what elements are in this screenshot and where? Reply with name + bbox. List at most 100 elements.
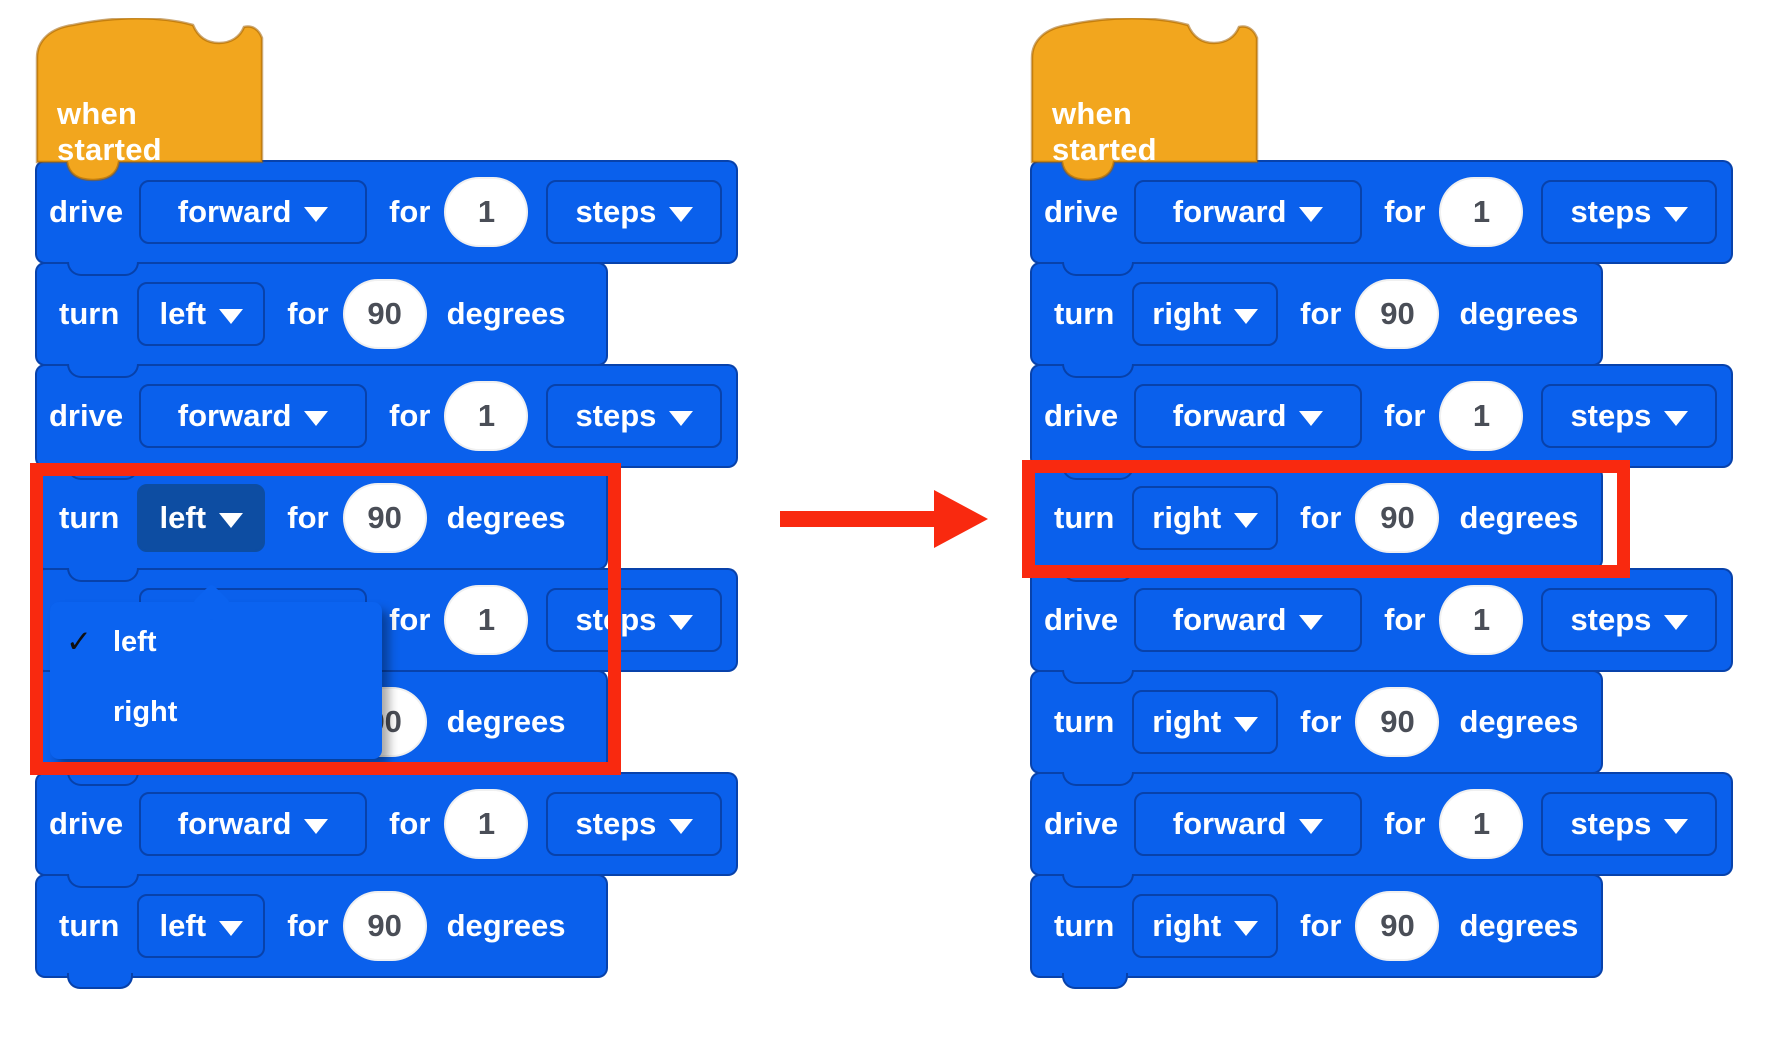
turn-direction-dropdown-open[interactable]: left bbox=[137, 484, 266, 552]
menu-item-right[interactable]: right bbox=[50, 680, 382, 744]
drive-block[interactable]: drive forward for 1 steps bbox=[1030, 772, 1733, 876]
chevron-down-icon bbox=[1234, 920, 1259, 936]
unit-value: steps bbox=[1570, 602, 1652, 637]
steps-value-input[interactable]: 1 bbox=[444, 177, 529, 247]
chevron-down-icon bbox=[1234, 308, 1259, 324]
turn-label: turn bbox=[1054, 908, 1115, 943]
degrees-value-input[interactable]: 90 bbox=[1355, 687, 1440, 757]
unit-dropdown[interactable]: steps bbox=[1541, 792, 1718, 856]
unit-dropdown[interactable]: steps bbox=[1541, 588, 1718, 652]
unit-value: steps bbox=[575, 806, 657, 841]
when-started-label: when started bbox=[1052, 96, 1157, 167]
turn-direction-dropdown[interactable]: left bbox=[137, 894, 266, 958]
degrees-value-input[interactable]: 90 bbox=[342, 483, 427, 553]
right-arrow-icon bbox=[780, 511, 938, 527]
for-label: for bbox=[1300, 908, 1342, 943]
drive-direction-value: forward bbox=[1172, 602, 1287, 637]
drive-direction-dropdown[interactable]: forward bbox=[139, 384, 368, 448]
steps-value-input[interactable]: 1 bbox=[1439, 789, 1524, 859]
for-label: for bbox=[1384, 602, 1426, 637]
unit-value: steps bbox=[1570, 806, 1652, 841]
degrees-label: degrees bbox=[446, 908, 566, 943]
drive-label: drive bbox=[49, 194, 124, 229]
degrees-label: degrees bbox=[446, 296, 566, 331]
turn-direction-menu: ✓ left right bbox=[50, 602, 382, 759]
unit-value: steps bbox=[575, 194, 657, 229]
chevron-down-icon bbox=[1234, 512, 1259, 528]
block-notch bbox=[67, 466, 139, 480]
degrees-value-input[interactable]: 90 bbox=[342, 891, 427, 961]
degrees-value-input[interactable]: 90 bbox=[1355, 483, 1440, 553]
drive-direction-dropdown[interactable]: forward bbox=[139, 180, 368, 244]
turn-block[interactable]: turn left for 90 degrees bbox=[35, 874, 608, 989]
turn-direction-dropdown[interactable]: right bbox=[1132, 894, 1279, 958]
drive-direction-dropdown[interactable]: forward bbox=[1134, 588, 1363, 652]
drive-direction-dropdown[interactable]: forward bbox=[139, 792, 368, 856]
turn-block-highlighted[interactable]: turn left for 90 degrees bbox=[35, 466, 608, 570]
drive-block[interactable]: drive forward for 1 steps bbox=[1030, 568, 1733, 672]
turn-block[interactable]: turn left for 90 degrees bbox=[35, 262, 608, 366]
unit-dropdown[interactable]: steps bbox=[546, 588, 723, 652]
drive-block[interactable]: drive forward for 1 steps bbox=[35, 364, 738, 468]
turn-block[interactable]: turn right for 90 degrees bbox=[1030, 670, 1603, 774]
chevron-down-icon bbox=[304, 818, 329, 834]
unit-value: steps bbox=[575, 602, 657, 637]
turn-direction-dropdown[interactable]: right bbox=[1132, 486, 1279, 550]
turn-label: turn bbox=[59, 500, 120, 535]
turn-direction-dropdown[interactable]: left bbox=[137, 282, 266, 346]
drive-direction-value: forward bbox=[177, 398, 292, 433]
chevron-down-icon bbox=[669, 206, 694, 222]
turn-direction-value: left bbox=[159, 908, 207, 943]
turn-block-highlighted[interactable]: turn right for 90 degrees bbox=[1030, 466, 1603, 570]
turn-block[interactable]: turn right for 90 degrees bbox=[1030, 874, 1603, 989]
for-label: for bbox=[1384, 806, 1426, 841]
unit-value: steps bbox=[575, 398, 657, 433]
turn-direction-value: right bbox=[1152, 704, 1222, 739]
turn-label: turn bbox=[59, 908, 120, 943]
chevron-down-icon bbox=[304, 206, 329, 222]
chevron-down-icon bbox=[1299, 206, 1324, 222]
drive-block[interactable]: drive forward for 1 steps bbox=[35, 772, 738, 876]
steps-value-input[interactable]: 1 bbox=[444, 381, 529, 451]
unit-dropdown[interactable]: steps bbox=[546, 180, 723, 244]
degrees-label: degrees bbox=[1459, 704, 1579, 739]
drive-direction-dropdown[interactable]: forward bbox=[1134, 792, 1363, 856]
when-started-hat-block[interactable] bbox=[1030, 18, 1260, 182]
left-stack-rows: drive forward for 1 steps turn left bbox=[35, 160, 738, 989]
steps-value-input[interactable]: 1 bbox=[444, 789, 529, 859]
chevron-down-icon bbox=[219, 920, 244, 936]
steps-value-input[interactable]: 1 bbox=[1439, 381, 1524, 451]
drive-block[interactable]: drive forward for 1 steps bbox=[1030, 160, 1733, 264]
unit-dropdown[interactable]: steps bbox=[1541, 384, 1718, 448]
check-icon: ✓ bbox=[66, 624, 92, 660]
degrees-value-input[interactable]: 90 bbox=[342, 279, 427, 349]
unit-dropdown[interactable]: steps bbox=[546, 792, 723, 856]
drive-direction-dropdown[interactable]: forward bbox=[1134, 384, 1363, 448]
degrees-value-input[interactable]: 90 bbox=[1355, 279, 1440, 349]
block-notch bbox=[1062, 568, 1134, 582]
turn-direction-dropdown[interactable]: right bbox=[1132, 282, 1279, 346]
when-started-hat-block[interactable] bbox=[35, 18, 265, 182]
drive-direction-dropdown[interactable]: forward bbox=[1134, 180, 1363, 244]
degrees-value-input[interactable]: 90 bbox=[1355, 891, 1440, 961]
turn-direction-dropdown[interactable]: right bbox=[1132, 690, 1279, 754]
drive-block[interactable]: drive forward for 1 steps bbox=[1030, 364, 1733, 468]
turn-block[interactable]: turn right for 90 degrees bbox=[1030, 262, 1603, 366]
for-label: for bbox=[287, 296, 329, 331]
menu-item-left[interactable]: ✓ left bbox=[50, 610, 382, 674]
block-notch bbox=[67, 874, 139, 888]
for-label: for bbox=[1300, 296, 1342, 331]
steps-value-input[interactable]: 1 bbox=[1439, 177, 1524, 247]
steps-value-input[interactable]: 1 bbox=[444, 585, 529, 655]
for-label: for bbox=[389, 602, 431, 637]
turn-direction-value: left bbox=[159, 296, 207, 331]
block-bottom-tab bbox=[67, 973, 133, 989]
unit-dropdown[interactable]: steps bbox=[1541, 180, 1718, 244]
chevron-down-icon bbox=[669, 818, 694, 834]
degrees-label: degrees bbox=[1459, 296, 1579, 331]
drive-label: drive bbox=[49, 398, 124, 433]
unit-dropdown[interactable]: steps bbox=[546, 384, 723, 448]
steps-value-input[interactable]: 1 bbox=[1439, 585, 1524, 655]
drive-label: drive bbox=[1044, 602, 1119, 637]
